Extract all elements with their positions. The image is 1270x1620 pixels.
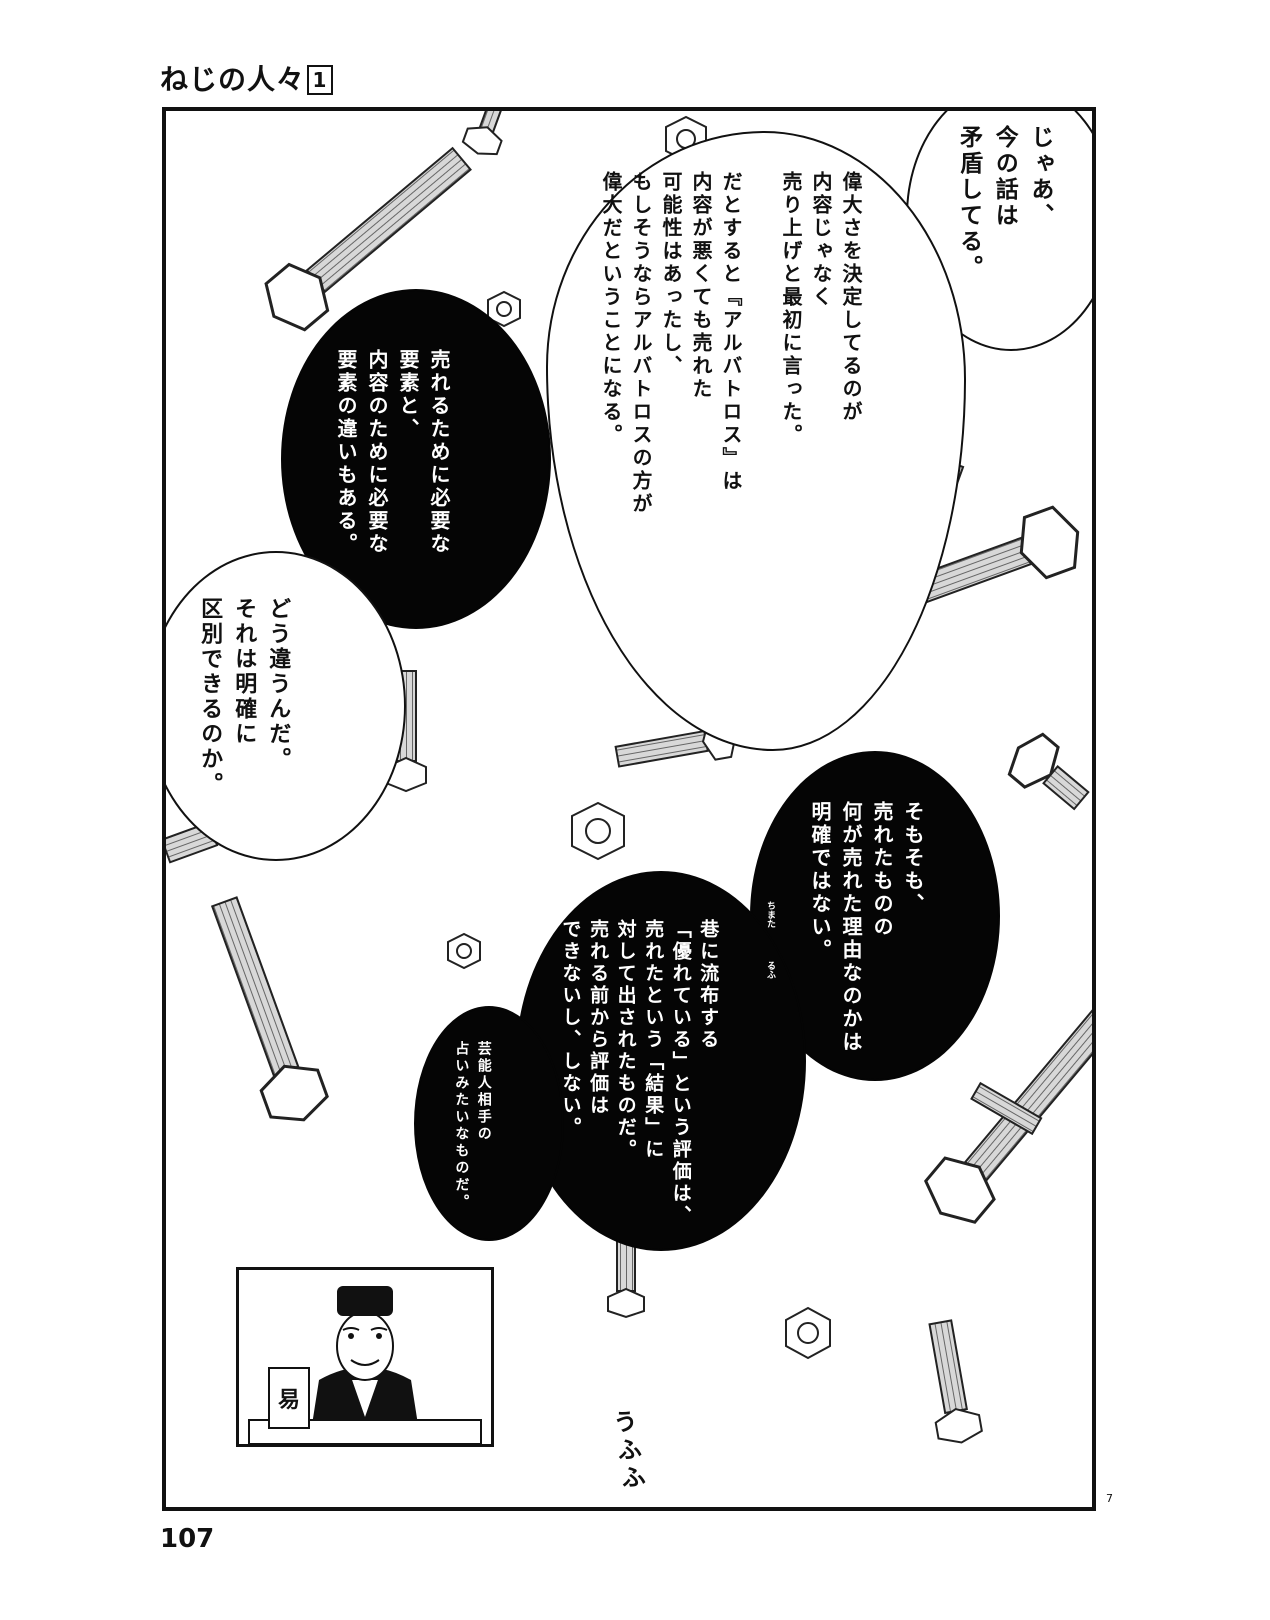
face bbox=[336, 1311, 394, 1381]
bolt-icon bbox=[928, 1319, 983, 1444]
speech-text-right-dark: そもそも、 売れたものの 何が売れた理由なのかは 明確ではない。 bbox=[808, 801, 925, 1054]
bolt-icon bbox=[461, 111, 505, 156]
speech-text-left-dark: 売れるために必要な 要素と、 内容のために必要な 要素の違いもある。 bbox=[334, 349, 451, 556]
ruby-rufu: るふ bbox=[764, 961, 775, 979]
page-number: 107 bbox=[160, 1524, 215, 1554]
manga-panel: じゃあ、 今の話は 矛盾してる。 売れるために必要な 要素と、 内容のために必要… bbox=[162, 107, 1096, 1511]
table bbox=[248, 1419, 482, 1445]
bolt-icon bbox=[924, 1007, 1092, 1224]
nut-icon bbox=[447, 932, 481, 970]
speech-text-top-right: じゃあ、 今の話は 矛盾してる。 bbox=[955, 125, 1053, 281]
nut-icon bbox=[571, 801, 625, 861]
speech-bubble-left-white bbox=[166, 551, 406, 861]
hat bbox=[337, 1286, 393, 1316]
sign-text: 易 bbox=[277, 1387, 300, 1413]
volume-number: 1 bbox=[307, 65, 334, 95]
bolt-icon bbox=[210, 896, 329, 1122]
speech-text-small-dark: 芸能人相手の 占いみたいなものだ。 bbox=[453, 1041, 492, 1211]
ruby-chimata: ちまた bbox=[764, 901, 775, 928]
speech-bubble-center-large bbox=[546, 131, 966, 751]
speech-text-mid-dark: 巷に流布する 「優れている」という評価は、 売れたという「結果」に 対して出され… bbox=[559, 919, 720, 1227]
speech-bubble-small-dark bbox=[414, 1006, 564, 1241]
bolt-icon bbox=[970, 1081, 1043, 1136]
bolt-icon bbox=[1007, 732, 1090, 811]
book-title-text: ねじの人々 bbox=[160, 63, 306, 96]
speech-bubble-mid-dark bbox=[516, 871, 806, 1251]
bolt-icon bbox=[607, 1220, 645, 1319]
fortune-teller-illustration bbox=[239, 1270, 491, 1445]
panel-number: 7 bbox=[1106, 1492, 1113, 1505]
speech-text-center-large: 偉大さを決定してるのが 内容じゃなく 売り上げと最初に言った。 だとすると『アル… bbox=[599, 171, 863, 516]
bolt-icon bbox=[264, 146, 472, 332]
speech-text-left-white: どう違うんだ。 それは明確に 区別できるのか。 bbox=[197, 597, 291, 797]
sign-board bbox=[268, 1367, 310, 1429]
inset-panel-fortune-teller: 易 bbox=[236, 1267, 494, 1447]
nut-icon bbox=[785, 1306, 831, 1360]
